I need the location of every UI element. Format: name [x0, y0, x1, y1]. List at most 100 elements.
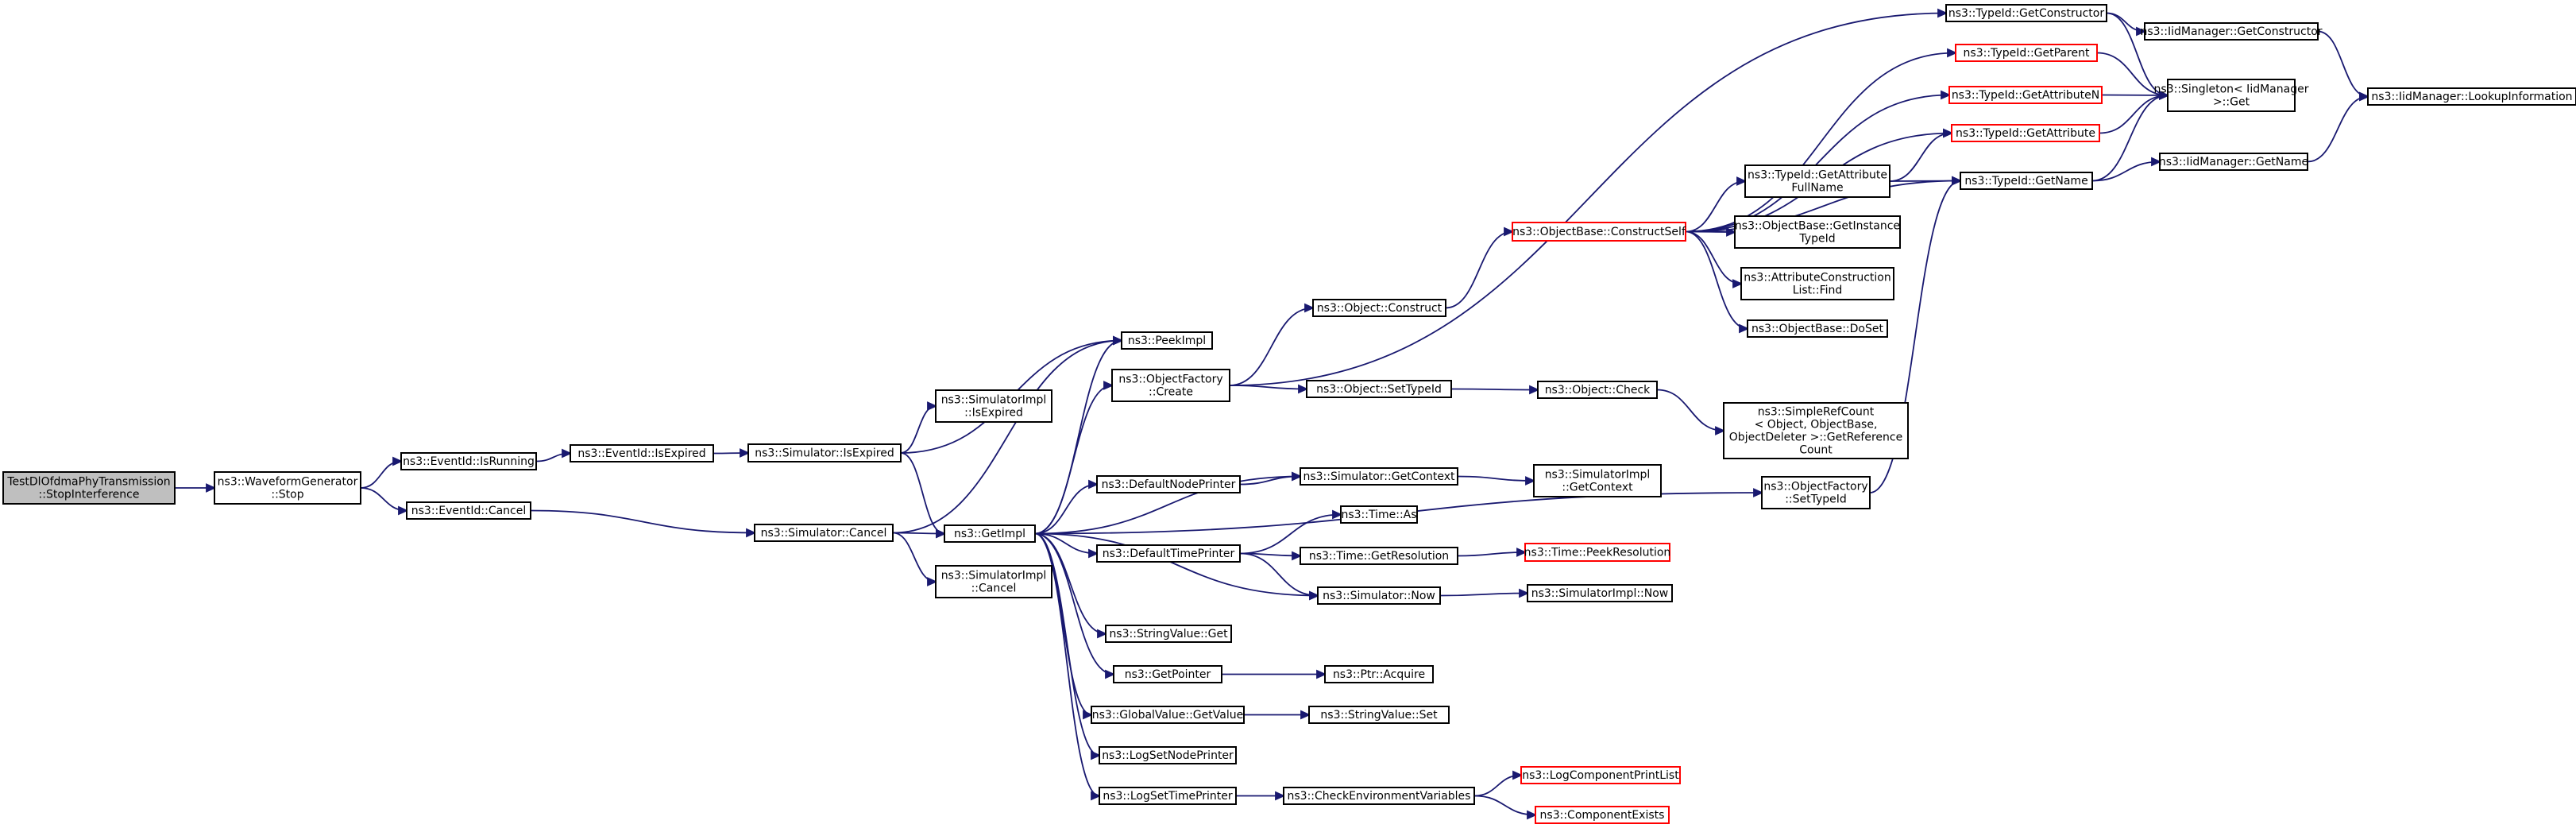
- node-box: [2167, 79, 2296, 112]
- node-time-getresolution[interactable]: ns3::Time::GetResolution: [1300, 547, 1458, 565]
- node-logsetnodeprinter[interactable]: ns3::LogSetNodePrinter: [1099, 746, 1237, 764]
- node-label: TestDlOfdmaPhyTransmission: [6, 476, 170, 489]
- node-label: < Object, ObjectBase,: [1755, 419, 1878, 431]
- node-stringvalue-get[interactable]: ns3::StringValue::Get: [1105, 625, 1232, 643]
- node-simimpl-getcontext[interactable]: ns3::SimulatorImpl::GetContext: [1533, 464, 1662, 497]
- node-iidmanager-getname[interactable]: ns3::IidManager::GetName: [2159, 153, 2308, 171]
- node-root[interactable]: TestDlOfdmaPhyTransmission::StopInterfer…: [2, 471, 176, 505]
- node-object-settypeid[interactable]: ns3::Object::SetTypeId: [1306, 380, 1452, 398]
- node-box: [754, 524, 894, 542]
- node-box: [1740, 267, 1894, 300]
- node-object-check[interactable]: ns3::Object::Check: [1537, 381, 1658, 399]
- node-label: ns3::LogComponentPrintList: [1522, 769, 1679, 782]
- node-box: [1096, 544, 1241, 563]
- node-box: [2144, 22, 2319, 41]
- node-label: ns3::Simulator::GetContext: [1303, 470, 1455, 483]
- node-typeid-getattribute[interactable]: ns3::TypeId::GetAttribute: [1951, 124, 2100, 142]
- node-box: [1747, 319, 1888, 338]
- node-objfactory-settypeid[interactable]: ns3::ObjectFactory::SetTypeId: [1761, 476, 1871, 509]
- node-box: [1099, 746, 1237, 764]
- node-box: [1533, 464, 1662, 497]
- node-simplerefcount[interactable]: ns3::SimpleRefCount< Object, ObjectBase,…: [1723, 402, 1909, 459]
- node-iidmanager-lookupinformation[interactable]: ns3::IidManager::LookupInformation: [2367, 87, 2576, 106]
- node-logsettimeprinter[interactable]: ns3::LogSetTimePrinter: [1099, 787, 1237, 805]
- node-defaultnodeprinter[interactable]: ns3::DefaultNodePrinter: [1096, 475, 1241, 493]
- node-box: [747, 443, 902, 462]
- node-objfactory-create[interactable]: ns3::ObjectFactory::Create: [1111, 369, 1230, 402]
- node-simimpl-cancel[interactable]: ns3::SimulatorImpl::Cancel: [935, 565, 1052, 598]
- node-stringvalue-set[interactable]: ns3::StringValue::Set: [1308, 706, 1450, 724]
- node-eid-isexpired[interactable]: ns3::EventId::IsExpired: [570, 444, 714, 462]
- node-box: [1960, 172, 2093, 190]
- node-label: ns3::SimulatorImpl: [941, 570, 1047, 582]
- node-time-peekresolution[interactable]: ns3::Time::PeekResolution: [1524, 543, 1671, 562]
- node-getimpl[interactable]: ns3::GetImpl: [944, 524, 1036, 543]
- node-checkenv[interactable]: ns3::CheckEnvironmentVariables: [1283, 787, 1475, 805]
- node-label: ns3::TypeId::GetConstructor: [1948, 7, 2104, 20]
- node-label: ns3::ObjectFactory: [1763, 481, 1867, 493]
- node-box: [1340, 505, 1418, 524]
- edge-objfactory-settypeid-to-typeid-getname: [1869, 176, 1963, 493]
- node-objectbase-doset[interactable]: ns3::ObjectBase::DoSet: [1747, 319, 1888, 338]
- node-getpointer[interactable]: ns3::GetPointer: [1113, 665, 1222, 683]
- node-globalvalue-getvalue[interactable]: ns3::GlobalValue::GetValue: [1091, 706, 1245, 724]
- node-label: ns3::EventId::IsExpired: [577, 447, 705, 460]
- edge-objectbase-constructself-to-typeid-getattributen: [1685, 90, 1952, 233]
- node-typeid-getparent[interactable]: ns3::TypeId::GetParent: [1955, 44, 2098, 62]
- node-label: ns3::Singleton< IidManager: [2154, 83, 2309, 96]
- node-label: ns3::Object::Construct: [1317, 302, 1442, 315]
- node-componentexists[interactable]: ns3::ComponentExists: [1535, 806, 1670, 824]
- node-label: ns3::GetImpl: [954, 528, 1025, 540]
- node-singleton-get[interactable]: ns3::Singleton< IidManager >::Get: [2154, 79, 2309, 112]
- node-objectbase-constructself[interactable]: ns3::ObjectBase::ConstructSelf: [1512, 222, 1686, 242]
- node-defaulttimeprinter[interactable]: ns3::DefaultTimePrinter: [1096, 544, 1241, 563]
- node-box: [1948, 86, 2103, 104]
- edge-defaulttimeprinter-to-sim-now: [1239, 552, 1320, 601]
- edge-objfactory-create-to-typeid-getconstructor: [1229, 8, 1948, 386]
- node-box: [1306, 380, 1452, 398]
- node-wg-stop[interactable]: ns3::WaveformGenerator::Stop: [214, 471, 361, 505]
- node-typeid-getconstructor[interactable]: ns3::TypeId::GetConstructor: [1945, 4, 2107, 22]
- edge-objectbase-constructself-to-typeid-getattributefullname: [1685, 176, 1748, 233]
- node-typeid-getname[interactable]: ns3::TypeId::GetName: [1960, 172, 2093, 190]
- node-logcomponentprintlist[interactable]: ns3::LogComponentPrintList: [1520, 766, 1681, 784]
- edge-wg-stop-to-eid-cancel: [360, 487, 409, 516]
- node-ptr-acquire[interactable]: ns3::Ptr::Acquire: [1324, 665, 1434, 683]
- edge-objectbase-constructself-to-objectbase-doset: [1685, 230, 1750, 334]
- node-object-construct[interactable]: ns3::Object::Construct: [1312, 299, 1446, 317]
- edge-sim-now-to-simimpl-now: [1439, 588, 1530, 598]
- edge-typeid-getconstructor-to-iidmanager-getconstructor: [2106, 12, 2147, 37]
- node-simimpl-now[interactable]: ns3::SimulatorImpl::Now: [1527, 584, 1673, 602]
- node-box: [1761, 476, 1871, 509]
- node-label: ::IsExpired: [964, 407, 1023, 420]
- node-eid-cancel[interactable]: ns3::EventId::Cancel: [406, 501, 531, 520]
- edge-object-settypeid-to-object-check: [1450, 385, 1540, 395]
- node-typeid-getattributen[interactable]: ns3::TypeId::GetAttributeN: [1948, 86, 2103, 104]
- node-box: [214, 471, 361, 505]
- node-label: ::StopInterference: [39, 489, 140, 501]
- edge-sim-cancel-to-peekimpl: [892, 335, 1124, 534]
- node-iidmanager-getconstructor[interactable]: ns3::IidManager::GetConstructor: [2140, 22, 2323, 41]
- node-label: ns3::Ptr::Acquire: [1333, 668, 1425, 681]
- node-box: [1734, 215, 1901, 249]
- node-label: ns3::Simulator::Cancel: [761, 527, 887, 540]
- edge-object-construct-to-objectbase-constructself: [1445, 226, 1515, 309]
- node-label: ::SetTypeId: [1785, 493, 1847, 506]
- node-time-as[interactable]: ns3::Time::As: [1340, 505, 1418, 524]
- node-sim-isexpired[interactable]: ns3::Simulator::IsExpired: [747, 443, 902, 462]
- node-box: [1537, 381, 1658, 399]
- node-simimpl-isexpired[interactable]: ns3::SimulatorImpl::IsExpired: [935, 389, 1052, 423]
- node-peekimpl[interactable]: ns3::PeekImpl: [1121, 331, 1213, 350]
- node-label: ns3::EventId::Cancel: [411, 505, 527, 517]
- node-label: ::Cancel: [971, 582, 1017, 595]
- node-label: ns3::Simulator::IsExpired: [755, 447, 894, 460]
- node-sim-cancel[interactable]: ns3::Simulator::Cancel: [754, 524, 894, 542]
- node-label: ns3::SimulatorImpl::Now: [1531, 587, 1669, 600]
- node-eid-isrunning[interactable]: ns3::EventId::IsRunning: [400, 452, 537, 470]
- node-sim-getcontext[interactable]: ns3::Simulator::GetContext: [1300, 467, 1458, 486]
- node-sim-now[interactable]: ns3::Simulator::Now: [1317, 586, 1441, 605]
- edge-globalvalue-getvalue-to-stringvalue-set: [1243, 710, 1311, 720]
